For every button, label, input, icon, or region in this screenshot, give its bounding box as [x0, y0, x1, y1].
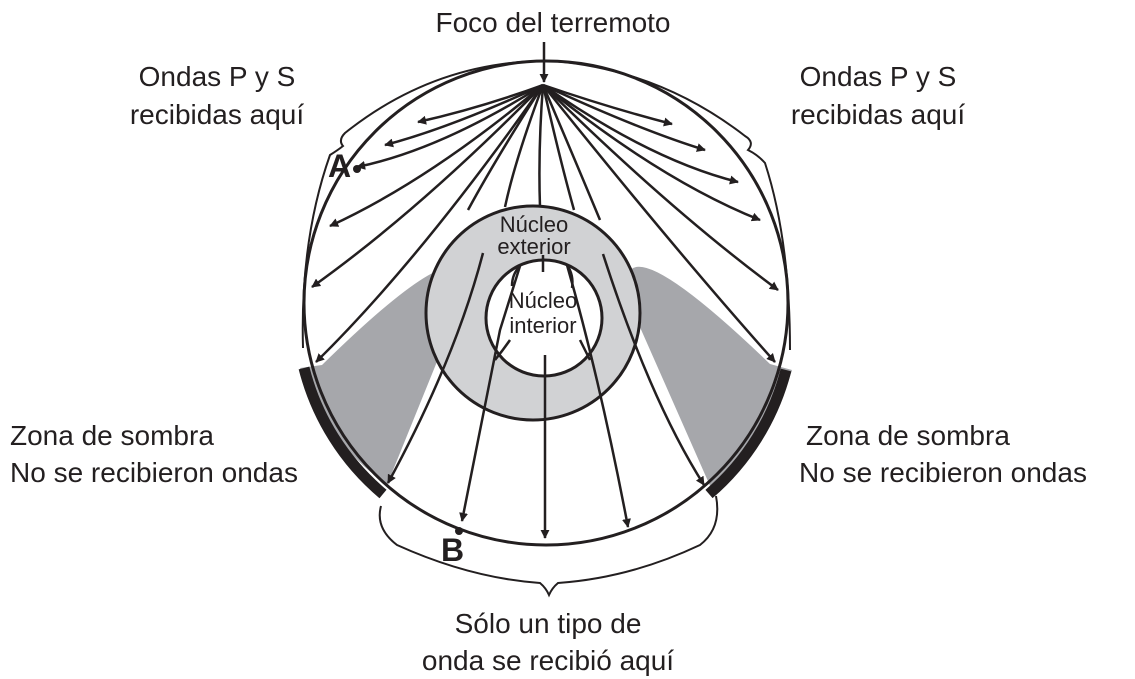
left-shadow-line1: Zona de sombra	[10, 420, 214, 451]
right-shadow-line1: Zona de sombra	[806, 420, 1010, 451]
left-received-line1: Ondas P y S	[139, 61, 296, 92]
brace-right	[552, 60, 791, 351]
ray-refracted-right-2	[601, 253, 706, 486]
point-b-label: B	[441, 532, 464, 568]
ray-right-4	[542, 84, 776, 363]
ray-left-3	[315, 84, 545, 363]
inner-core-line1: Núcleo	[509, 288, 577, 313]
ray-inner-core-left	[494, 265, 521, 361]
ray-right-3	[542, 84, 779, 292]
ray-to-outer-core-right-2	[541, 84, 602, 221]
braces	[301, 60, 791, 598]
ray-inner-core-right	[565, 264, 592, 361]
inner-core-line2: interior	[509, 313, 576, 338]
right-received-line1: Ondas P y S	[800, 61, 957, 92]
outer-core-line1: Núcleo	[500, 212, 568, 237]
ray-refracted-left	[386, 252, 485, 484]
ray-top-left-1	[417, 83, 544, 125]
ray-to-outer-core-left	[466, 84, 545, 211]
brace-bottom	[378, 495, 719, 598]
right-shadow-band	[705, 368, 792, 499]
seismic-rays	[311, 83, 779, 538]
ray-refracted-right-1	[565, 264, 631, 528]
ray-a	[356, 83, 544, 170]
ray-b	[459, 265, 522, 522]
ray-to-outer-core-mid	[538, 84, 545, 208]
right-shadow-line2: No se recibieron ondas	[799, 457, 1087, 488]
left-shadow-band	[298, 366, 387, 499]
ray-left-2	[311, 84, 544, 289]
bottom-line1: Sólo un tipo de	[455, 608, 642, 639]
ray-right-1	[542, 83, 739, 185]
left-received-line2: recibidas aquí	[130, 99, 305, 130]
ray-top-left-2	[384, 83, 544, 148]
focus-label: Foco del terremoto	[436, 7, 671, 38]
bottom-line2: onda se recibió aquí	[422, 645, 674, 676]
right-shadow-zone	[626, 266, 792, 488]
ray-to-outer-core-left-2	[503, 84, 545, 208]
point-b-dot	[455, 527, 463, 535]
ray-top-right-1	[542, 83, 673, 127]
outer-core-line2: exterior	[497, 234, 570, 259]
right-received-line2: recibidas aquí	[791, 99, 966, 130]
left-shadow-line2: No se recibieron ondas	[10, 457, 298, 488]
brace-left	[301, 60, 537, 349]
ray-top-right-2	[542, 83, 706, 152]
ray-left-1	[329, 84, 544, 228]
point-a-dot	[353, 165, 361, 173]
ray-center	[543, 255, 545, 538]
ray-right-2	[542, 84, 761, 222]
point-a-label: A	[328, 148, 351, 184]
ray-to-outer-core-right	[541, 84, 576, 211]
